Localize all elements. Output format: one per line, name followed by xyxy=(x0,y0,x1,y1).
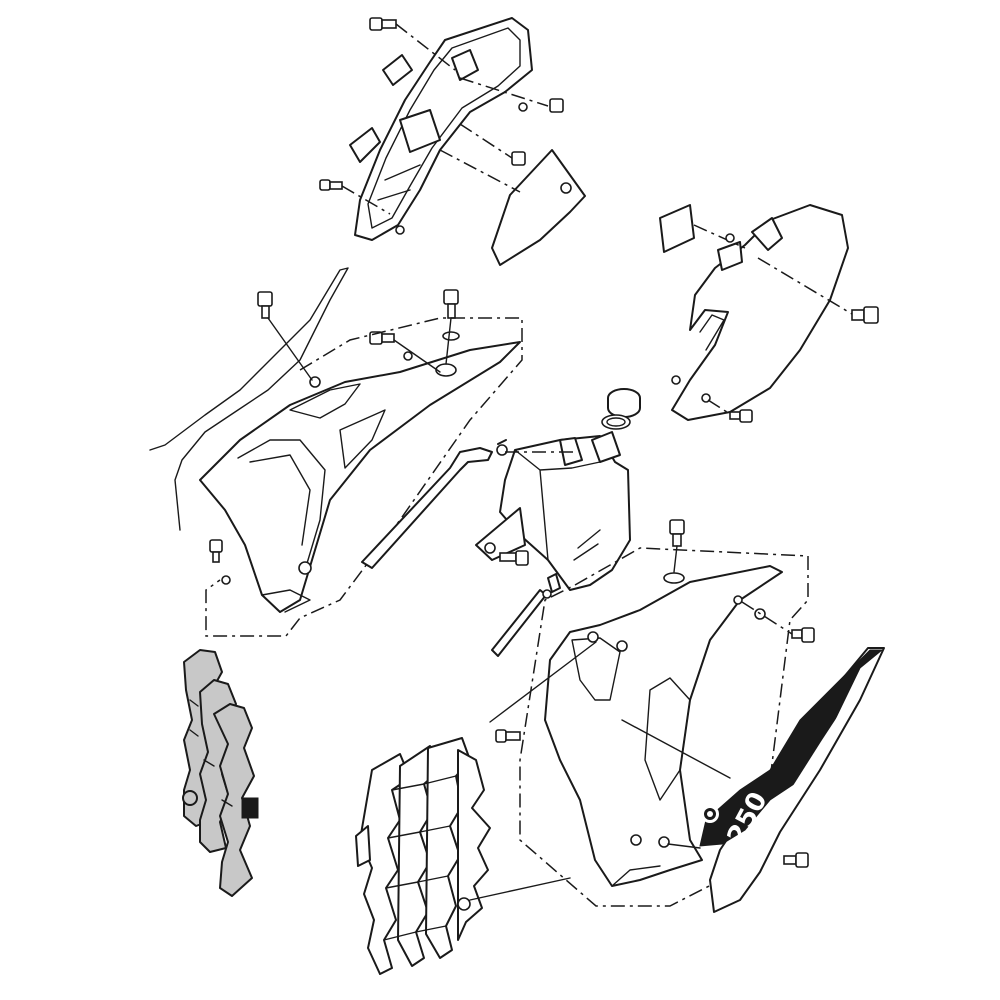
leader-line xyxy=(469,877,571,901)
number-plate-nut-2 xyxy=(511,151,526,166)
leader-line xyxy=(445,317,452,365)
radiator-shroud-left xyxy=(199,341,521,613)
leader-line xyxy=(395,23,456,71)
shroud-bolt-mid xyxy=(369,331,413,361)
shroud-right-bolt-lower xyxy=(658,836,809,868)
radiator-louver xyxy=(355,737,491,975)
leader-line xyxy=(439,149,521,193)
reservoir-bolt xyxy=(499,550,529,566)
side-cover-bolt-lower xyxy=(729,409,753,423)
pad-sticker xyxy=(659,204,695,253)
shroud-right-bolt-upper xyxy=(733,595,815,643)
leader-line xyxy=(693,224,746,249)
headlight-lens-cover xyxy=(491,149,586,266)
reservoir-cap-seal xyxy=(601,414,631,430)
leader-line xyxy=(489,641,597,723)
reservoir-cap xyxy=(607,388,641,418)
number-plate-bolt-upper xyxy=(369,17,397,31)
side-cover-bolt-upper xyxy=(725,233,879,324)
shroud-bolt-lower-left xyxy=(209,539,231,585)
reservoir-tank xyxy=(475,431,631,591)
leader-line xyxy=(621,719,731,779)
front-number-plate xyxy=(349,17,533,241)
number-plate-bolt-lower xyxy=(319,179,405,235)
hose-clamp xyxy=(496,439,552,599)
number-plate-nut-1 xyxy=(518,98,564,113)
leader-line xyxy=(667,843,701,849)
leader-line xyxy=(267,317,313,381)
frame-outline xyxy=(149,267,349,531)
side-cover-right xyxy=(671,204,849,421)
shroud-decal: 250 xyxy=(699,647,885,913)
shroud-right-bolt-left xyxy=(495,640,628,743)
reservoir-drain-tube xyxy=(547,573,561,593)
leader-line xyxy=(741,601,793,635)
leader-line xyxy=(341,185,391,215)
shroud-right-bolt-top xyxy=(663,519,685,584)
leader-line xyxy=(459,123,513,159)
leader-line xyxy=(707,399,731,415)
leader-line xyxy=(757,257,853,315)
radiator-guard-left-set xyxy=(182,649,259,897)
leader-line xyxy=(393,339,441,373)
tuning-fork-emblem xyxy=(704,808,716,820)
leader-line xyxy=(459,77,549,107)
radiator-shroud-right xyxy=(544,565,783,887)
shroud-assembly-boundary-left xyxy=(205,317,523,637)
